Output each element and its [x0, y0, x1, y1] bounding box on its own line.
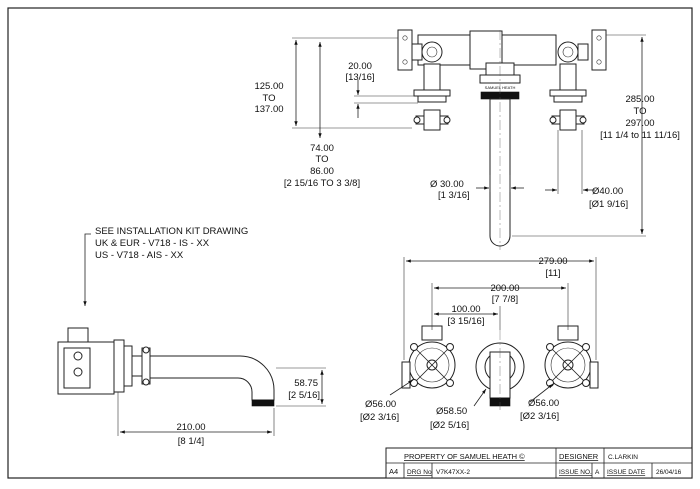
dim-210-line1: 210.00 — [176, 422, 205, 433]
dim-5875-line2: [2 5/16] — [288, 390, 320, 401]
dim-200-line2: [7 7/8] — [492, 294, 518, 305]
dim-40-line1: Ø40.00 — [592, 186, 623, 197]
spout-tip — [251, 399, 275, 407]
date-label: ISSUE DATE — [607, 469, 646, 476]
dim-285-line2: TO — [633, 106, 646, 117]
front-view: 279.00 [11] 200.00 [7 7/8] 100.00 [3 15/… — [360, 256, 599, 431]
date-value: 26/04/16 — [656, 469, 682, 476]
dim-74-line2: TO — [315, 154, 328, 165]
dim-285-line3: 297.00 — [625, 118, 654, 129]
note-line2: UK & EUR - V718 - IS - XX — [95, 238, 210, 249]
dim-5875-line1: 58.75 — [294, 378, 318, 389]
dim-125-line1: 125.00 — [254, 81, 283, 92]
dim-74-line1: 74.00 — [310, 143, 334, 154]
inlet-fitting — [67, 327, 89, 343]
drawing-border — [7, 7, 693, 479]
issue-label: ISSUE NO. — [559, 469, 592, 476]
dim-285-line4: [11 1/4 to 11 11/16] — [600, 130, 680, 141]
note-line3: US - V718 - AIS - XX — [95, 250, 184, 261]
dim-125-line3: 137.00 — [254, 104, 283, 115]
right-bracket — [591, 29, 607, 71]
title-block: PROPERTY OF SAMUEL HEATH © DESIGNER C.LA… — [385, 447, 693, 479]
left-valve-circle — [421, 41, 443, 63]
dim-585-line2: [Ø2 5/16] — [430, 420, 469, 431]
dim-74-line3: 86.00 — [310, 166, 334, 177]
top-view: SAMUEL HEATH 125.00 TO 137.00 20.00 [13/… — [254, 29, 680, 250]
dim-585-line1: Ø58.50 — [436, 406, 467, 417]
dim-100-line1: 100.00 — [451, 304, 480, 315]
dim-30-line2: [1 3/16] — [438, 190, 470, 201]
designer-label: DESIGNER — [559, 452, 599, 461]
dim-125-line2: TO — [262, 93, 275, 104]
dim-100-line2: [3 15/16] — [448, 316, 485, 327]
issue-value: A — [595, 469, 600, 476]
dim-200-line1: 200.00 — [490, 283, 519, 294]
dim-285-line1: 285.00 — [625, 94, 654, 105]
dim-56-left-line1: Ø56.00 — [365, 399, 396, 410]
dim-279-line2: [11] — [545, 268, 560, 279]
drg-value: V7K47XX-2 — [436, 469, 470, 476]
dim-210-line2: [8 1/4] — [178, 436, 204, 447]
spout-pipe — [489, 98, 511, 247]
note-line1: SEE INSTALLATION KIT DRAWING — [95, 226, 248, 237]
dim-279-line1: 279.00 — [538, 256, 567, 267]
dim-56-right-line2: [Ø2 3/16] — [520, 411, 559, 422]
sheet-size: A4 — [389, 467, 398, 476]
property-label: PROPERTY OF SAMUEL HEATH © — [404, 452, 525, 461]
designer-value: C.LARKIN — [608, 454, 638, 461]
dim-20-line2: [13/16] — [345, 72, 374, 83]
dim-40-line2: [Ø1 9/16] — [589, 199, 628, 210]
dim-56-left-line2: [Ø2 3/16] — [360, 412, 399, 423]
right-valve-circle — [557, 41, 579, 63]
dim-74-line4: [2 15/16 TO 3 3/8] — [284, 178, 360, 189]
dim-56-right-line1: Ø56.00 — [528, 398, 559, 409]
spout-side — [149, 355, 275, 401]
dim-20-line1: 20.00 — [348, 61, 372, 72]
dim-30-line1: Ø 30.00 — [430, 179, 464, 190]
drg-label: DRG No — [407, 469, 432, 476]
side-view: SEE INSTALLATION KIT DRAWING UK & EUR - … — [57, 226, 326, 447]
